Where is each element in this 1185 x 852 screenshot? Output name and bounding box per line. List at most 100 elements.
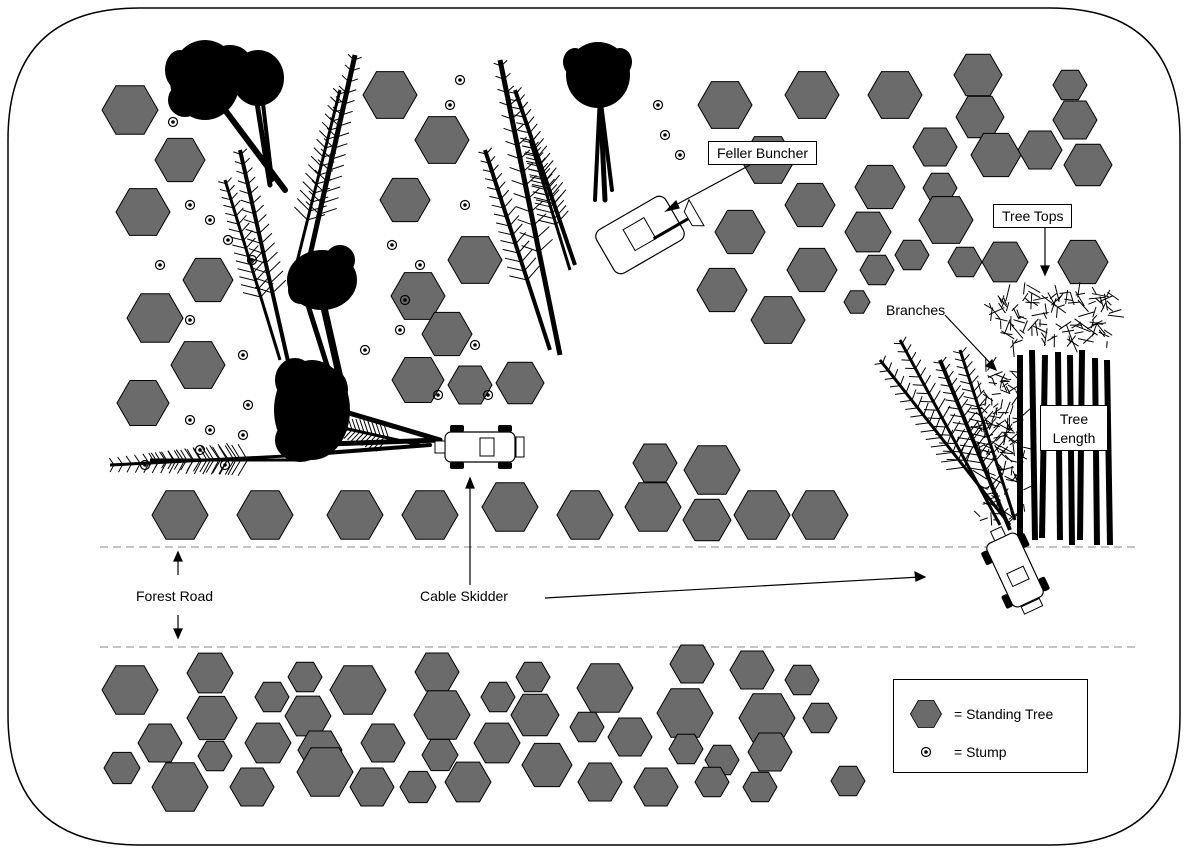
standing-tree: [684, 446, 740, 494]
stump: [239, 351, 248, 360]
standing-tree-icon: [904, 700, 948, 728]
standing-tree: [127, 294, 183, 342]
stump: [361, 346, 370, 355]
standing-tree: [844, 291, 870, 314]
standing-tree: [669, 734, 703, 763]
standing-tree: [868, 72, 922, 119]
standing-tree: [152, 491, 208, 539]
standing-tree: [734, 491, 790, 539]
feller-buncher: [593, 183, 705, 276]
standing-tree: [102, 86, 158, 134]
standing-tree: [954, 54, 1002, 96]
standing-tree: [803, 703, 837, 732]
legend-stump-text: = Stump: [954, 744, 1007, 760]
standing-tree: [187, 653, 233, 693]
legend-standing-tree-text: = Standing Tree: [954, 706, 1053, 722]
standing-tree: [288, 662, 322, 691]
stump: [186, 416, 195, 425]
stump: [388, 241, 397, 250]
standing-tree: [577, 664, 633, 712]
standing-tree: [633, 444, 677, 482]
tree-top-pile: [984, 282, 1124, 357]
standing-tree: [956, 96, 1004, 138]
standing-tree: [730, 651, 774, 689]
standing-tree: [230, 768, 274, 806]
standing-tree: [1053, 70, 1087, 99]
standing-tree: [743, 772, 777, 801]
standing-tree: [516, 662, 550, 691]
standing-tree: [363, 72, 417, 119]
standing-tree: [187, 696, 237, 739]
standing-tree: [785, 183, 835, 226]
standing-tree: [511, 694, 559, 736]
standing-tree: [948, 247, 982, 276]
standing-tree: [697, 268, 747, 311]
standing-tree: [400, 771, 436, 802]
stump: [206, 426, 215, 435]
standing-tree: [751, 297, 805, 344]
conifer: [218, 178, 280, 360]
standing-tree: [715, 210, 765, 253]
stump: [446, 101, 455, 110]
standing-tree: [522, 743, 572, 786]
stump: [169, 118, 178, 127]
standing-tree: [845, 212, 891, 252]
standing-tree: [414, 691, 470, 739]
legend-standing-tree: = Standing Tree: [904, 700, 1053, 728]
standing-tree: [785, 665, 819, 694]
standing-tree: [683, 499, 731, 541]
stump: [156, 261, 165, 270]
standing-tree: [327, 491, 383, 539]
tree-length-label-line2: Length: [1041, 429, 1107, 448]
standing-tree: [380, 178, 430, 221]
standing-tree: [245, 723, 291, 763]
stump: [206, 216, 215, 225]
stump: [461, 201, 470, 210]
standing-tree: [361, 724, 405, 762]
standing-tree: [787, 248, 837, 291]
stump-icon: [904, 738, 948, 766]
standing-tree: [919, 197, 973, 244]
standing-tree: [1058, 240, 1108, 283]
standing-tree: [982, 242, 1028, 282]
standing-tree: [422, 739, 458, 770]
stump: [416, 261, 425, 270]
standing-tree: [557, 491, 613, 539]
standing-tree: [448, 237, 502, 284]
branches-label: Branches: [886, 302, 945, 318]
standing-tree: [792, 491, 848, 539]
stump: [186, 316, 195, 325]
legend-stump: = Stump: [904, 738, 1007, 766]
stump: [471, 341, 480, 350]
standing-tree: [831, 766, 865, 795]
standing-tree: [330, 666, 386, 714]
stump: [239, 431, 248, 440]
standing-tree: [1053, 101, 1097, 139]
standing-tree: [171, 342, 225, 389]
cable-skidder-label: Cable Skidder: [420, 588, 508, 604]
standing-tree: [392, 357, 444, 402]
conifer-felled-trees: [109, 54, 1015, 530]
standing-tree: [608, 718, 652, 756]
standing-tree: [152, 763, 208, 811]
standing-tree: [445, 762, 491, 802]
standing-tree: [415, 653, 459, 691]
stump: [244, 401, 253, 410]
standing-tree: [657, 689, 713, 737]
standing-tree: [198, 741, 232, 770]
standing-tree: [625, 483, 681, 531]
stump: [661, 131, 670, 140]
standing-tree: [183, 258, 233, 301]
standing-tree: [913, 128, 957, 166]
tree-length-label-line1: Tree: [1041, 410, 1107, 429]
standing-tree: [855, 165, 905, 208]
standing-tree: [670, 645, 714, 683]
standing-tree: [481, 682, 515, 711]
standing-tree: [785, 72, 839, 119]
stump: [654, 101, 663, 110]
stump: [186, 201, 195, 210]
standing-tree: [570, 712, 604, 741]
standing-tree: [237, 491, 293, 539]
standing-tree: [285, 696, 331, 736]
standing-tree: [698, 82, 752, 129]
